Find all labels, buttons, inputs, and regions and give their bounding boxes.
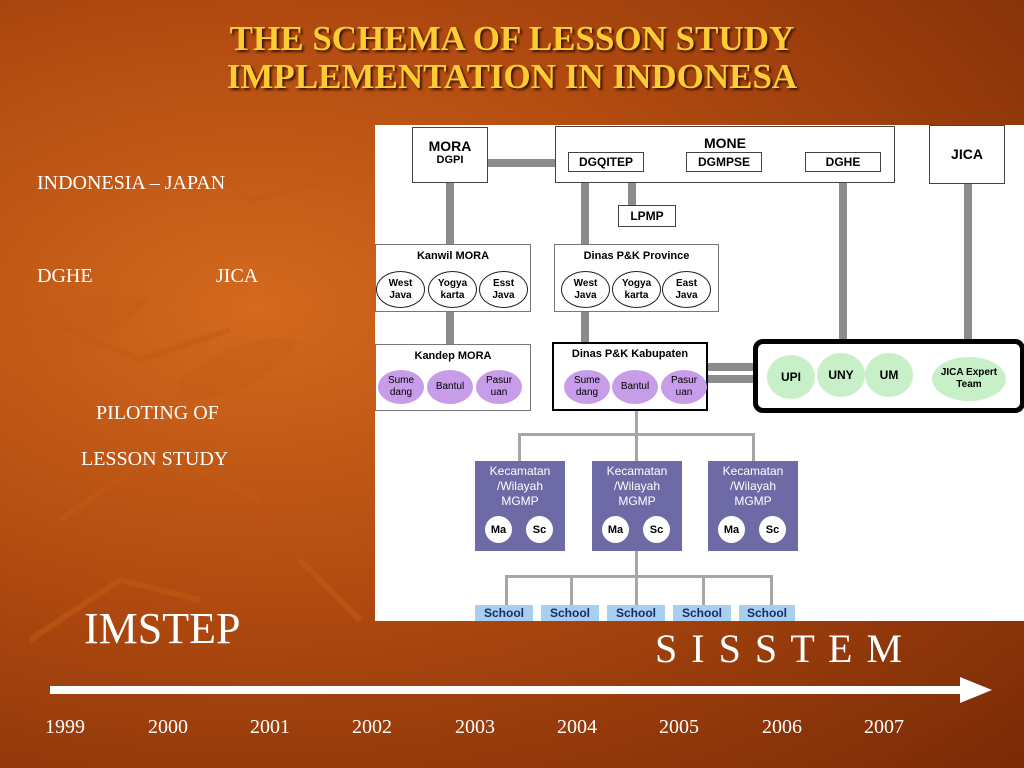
kabupaten-district-sumedang-label: Sumedang bbox=[573, 375, 601, 398]
sc-circle: Sc bbox=[759, 516, 786, 543]
schema-diagram: MORA DGPI MONE DGQITEP DGMPSE DGHE JICA … bbox=[375, 125, 1024, 621]
year-label: 2002 bbox=[352, 716, 392, 738]
dgmpse-box: DGMPSE bbox=[686, 152, 762, 172]
school-box: School bbox=[541, 605, 599, 621]
connector-line bbox=[705, 375, 755, 383]
indonesia-japan-label: INDONESIA – JAPAN bbox=[37, 172, 226, 194]
sc-circle: Sc bbox=[526, 516, 553, 543]
year-label: 2005 bbox=[659, 716, 699, 738]
lpmp-label: LPMP bbox=[630, 209, 664, 223]
connector-line bbox=[446, 312, 454, 344]
university-upi: UPI bbox=[767, 355, 815, 399]
imstep-label: IMSTEP bbox=[84, 604, 241, 653]
university-uny: UNY bbox=[817, 353, 865, 397]
year-label: 2007 bbox=[864, 716, 904, 738]
kanwil-region-east-java: Esst Java bbox=[479, 271, 528, 308]
province-region-east-java: East Java bbox=[662, 271, 711, 308]
slide-title: THE SCHEMA OF LESSON STUDY IMPLEMENTATIO… bbox=[0, 20, 1024, 96]
ma-circle: Ma bbox=[718, 516, 745, 543]
ma-circle: Ma bbox=[602, 516, 629, 543]
year-label: 2001 bbox=[250, 716, 290, 738]
dghe-unit-label: DGHE bbox=[825, 155, 861, 169]
year-label: 1999 bbox=[45, 716, 85, 738]
kecamatan-mgmp-label: Kecamatan /Wilayah MGMP bbox=[722, 464, 784, 508]
dgqitep-label: DGQITEP bbox=[578, 155, 633, 169]
kabupaten-district-pasuruan: Pasuruan bbox=[661, 370, 707, 404]
kecamatan-mgmp-label: Kecamatan /Wilayah MGMP bbox=[606, 464, 668, 508]
year-label: 2003 bbox=[455, 716, 495, 738]
kanwil-region-west-java: West Java bbox=[376, 271, 425, 308]
mone-title: MONE bbox=[704, 135, 746, 151]
timeline-years: 1999 2000 2001 2002 2003 2004 2005 2006 … bbox=[0, 716, 1024, 746]
connector-line bbox=[839, 182, 847, 340]
sc-circle: Sc bbox=[643, 516, 670, 543]
kandep-district-pasuruan-label: Pasuruan bbox=[485, 375, 513, 398]
kabupaten-district-bantul: Bantul bbox=[612, 370, 658, 404]
title-line-2: IMPLEMENTATION IN INDONESA bbox=[226, 57, 798, 96]
tree-line bbox=[505, 575, 508, 605]
dghe-label: DGHE bbox=[37, 265, 93, 287]
year-label: 2006 bbox=[762, 716, 802, 738]
jica-label: JICA bbox=[216, 265, 259, 287]
mora-subtitle: DGPI bbox=[436, 154, 464, 166]
jica-expert-team: JICA Expert Team bbox=[932, 357, 1006, 401]
jica-title: JICA bbox=[951, 146, 983, 162]
kabupaten-district-sumedang: Sumedang bbox=[564, 370, 610, 404]
mora-box: MORA DGPI bbox=[412, 127, 488, 183]
jica-box: JICA bbox=[929, 125, 1005, 184]
province-region-west-java: West Java bbox=[561, 271, 610, 308]
school-box: School bbox=[739, 605, 795, 621]
tree-line bbox=[702, 575, 705, 605]
school-box: School bbox=[475, 605, 533, 621]
dghe-box: DGHE bbox=[805, 152, 881, 172]
school-box: School bbox=[673, 605, 731, 621]
connector-line bbox=[705, 363, 755, 371]
timeline-arrow bbox=[50, 677, 992, 703]
dgmpse-label: DGMPSE bbox=[697, 155, 750, 169]
connector-line bbox=[581, 312, 589, 342]
province-region-yogyakarta: Yogya karta bbox=[612, 271, 661, 308]
mora-title: MORA bbox=[428, 138, 472, 154]
year-label: 2000 bbox=[148, 716, 188, 738]
kandep-mora-title: Kandep MORA bbox=[414, 350, 492, 362]
year-label: 2004 bbox=[557, 716, 597, 738]
kecamatan-mgmp-label: Kecamatan /Wilayah MGMP bbox=[489, 464, 551, 508]
sisstem-label: S I S S T E M bbox=[655, 626, 905, 671]
tree-line bbox=[518, 433, 754, 436]
dinas-kabupaten-title: Dinas P&K Kabupaten bbox=[571, 348, 689, 360]
kandep-district-sumedang-label: Sumedang bbox=[387, 375, 415, 398]
kandep-district-sumedang: Sumedang bbox=[378, 370, 424, 404]
kandep-district-pasuruan: Pasuruan bbox=[476, 370, 522, 404]
lpmp-box: LPMP bbox=[618, 205, 676, 227]
connector-line bbox=[628, 173, 636, 205]
kandep-district-bantul-label: Bantul bbox=[435, 381, 465, 392]
ma-circle: Ma bbox=[485, 516, 512, 543]
dgqitep-box: DGQITEP bbox=[568, 152, 644, 172]
school-box: School bbox=[607, 605, 665, 621]
tree-line bbox=[505, 575, 773, 578]
tree-line bbox=[518, 433, 521, 463]
kecamatan-mgmp-box: Kecamatan /Wilayah MGMP bbox=[475, 461, 565, 551]
tree-line bbox=[752, 433, 755, 463]
title-line-1: THE SCHEMA OF LESSON STUDY bbox=[229, 19, 795, 58]
connector-line bbox=[581, 173, 589, 244]
dinas-province-title: Dinas P&K Province bbox=[583, 250, 690, 262]
piloting-label-line-2: LESSON STUDY bbox=[81, 448, 229, 470]
kandep-district-bantul: Bantul bbox=[427, 370, 473, 404]
kabupaten-district-bantul-label: Bantul bbox=[620, 381, 650, 392]
connector-line bbox=[485, 159, 555, 167]
kabupaten-district-pasuruan-label: Pasuruan bbox=[670, 375, 698, 398]
university-um: UM bbox=[865, 353, 913, 397]
connector-line bbox=[964, 183, 972, 340]
connector-line bbox=[446, 182, 454, 244]
kanwil-mora-title: Kanwil MORA bbox=[416, 250, 490, 262]
tree-line bbox=[570, 575, 573, 605]
piloting-label-line-1: PILOTING OF bbox=[96, 402, 219, 424]
tree-line bbox=[770, 575, 773, 605]
kanwil-region-yogyakarta: Yogya karta bbox=[428, 271, 477, 308]
